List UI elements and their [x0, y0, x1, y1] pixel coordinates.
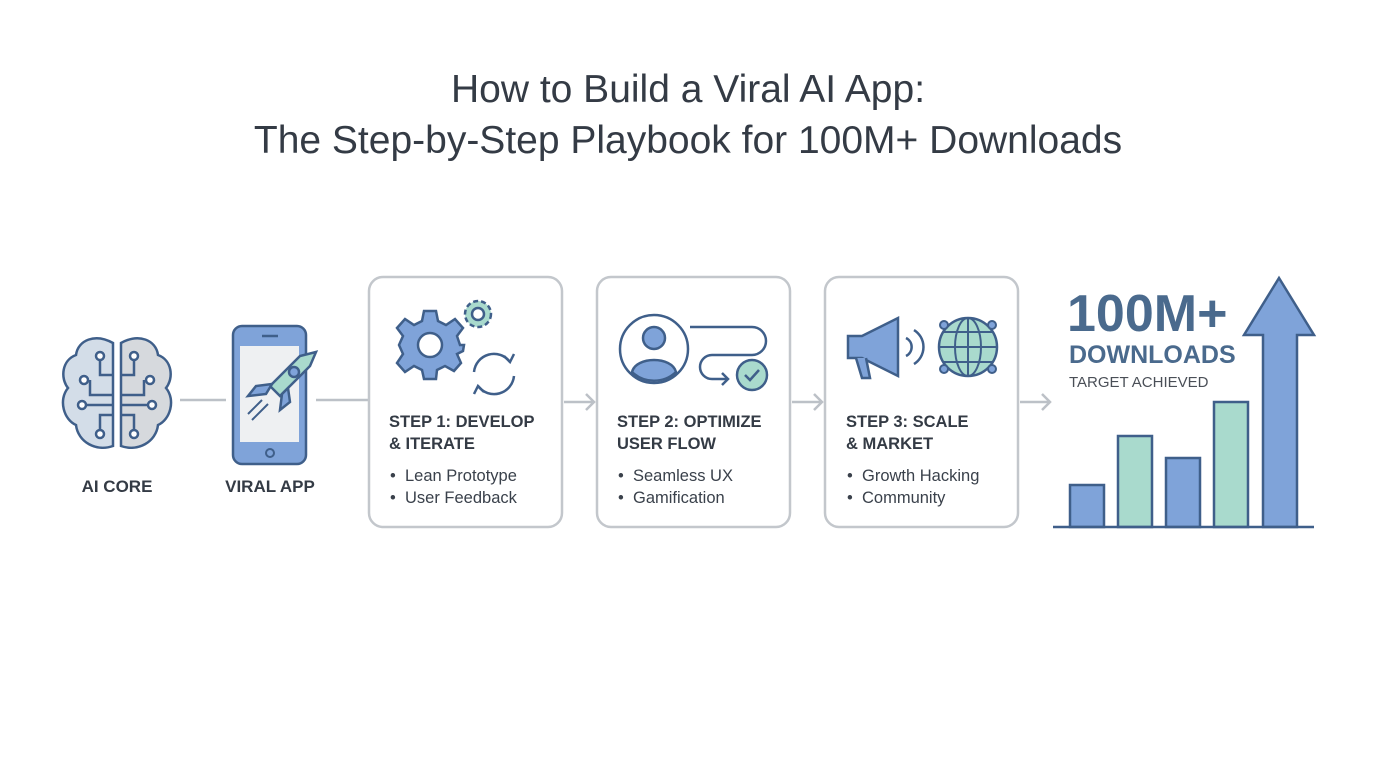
step-3-bullet: Community: [862, 489, 946, 507]
user-avatar-icon: [618, 313, 690, 385]
refresh-icon: [472, 352, 516, 396]
step-1-bullet: User Feedback: [405, 489, 518, 507]
bullet: •: [618, 467, 624, 485]
downloads-label: DOWNLOADS: [1069, 341, 1236, 369]
chart-bar: [1164, 456, 1202, 529]
step-2-title-2: USER FLOW: [617, 435, 716, 453]
step-1-title-2: & ITERATE: [389, 435, 475, 453]
gears-icon: [395, 299, 493, 381]
bullet: •: [390, 489, 396, 507]
growth-bar-chart: [1068, 400, 1250, 529]
growth-arrow-icon: [1241, 275, 1317, 529]
title-line-2: The Step-by-Step Playbook for 100M+ Down…: [254, 119, 1122, 162]
arrow-right-icon: [564, 393, 596, 411]
step-2-bullet: Gamification: [633, 489, 725, 507]
chart-bar: [1212, 400, 1250, 529]
bullet: •: [847, 467, 853, 485]
phone-rocket-icon: [231, 324, 319, 466]
step-1-title: STEP 1: DEVELOP: [389, 413, 535, 431]
flow-path-icon: [690, 325, 768, 386]
check-circle-icon: [735, 358, 769, 392]
step-3-bullet: Growth Hacking: [862, 467, 979, 485]
globe-network-icon: [937, 316, 999, 378]
step-2-title: STEP 2: OPTIMIZE: [617, 413, 762, 431]
viral-app-label: VIRAL APP: [225, 477, 315, 496]
step-3-text: STEP 3: SCALE & MARKET • Growth Hacking …: [846, 413, 979, 507]
chart-bar: [1068, 483, 1106, 529]
arrow-right-icon: [1020, 393, 1052, 411]
bullet: •: [847, 489, 853, 507]
ai-core-label: AI CORE: [82, 477, 153, 496]
bullet: •: [618, 489, 624, 507]
step-1-bullet: Lean Prototype: [405, 467, 517, 485]
brain-circuit-icon: [61, 337, 173, 449]
step-3-title: STEP 3: SCALE: [846, 413, 969, 431]
step-2-bullet: Seamless UX: [633, 467, 733, 485]
headline-100m: 100M+: [1067, 285, 1227, 343]
step-1-text: STEP 1: DEVELOP & ITERATE • Lean Prototy…: [389, 413, 535, 507]
arrow-right-icon: [792, 393, 824, 411]
step-2-text: STEP 2: OPTIMIZE USER FLOW • Seamless UX…: [617, 413, 762, 507]
target-achieved-label: TARGET ACHIEVED: [1069, 374, 1209, 391]
chart-bar: [1116, 434, 1154, 529]
bullet: •: [390, 467, 396, 485]
megaphone-icon: [846, 315, 925, 380]
title-line-1: How to Build a Viral AI App:: [451, 68, 925, 111]
step-3-title-2: & MARKET: [846, 435, 933, 453]
